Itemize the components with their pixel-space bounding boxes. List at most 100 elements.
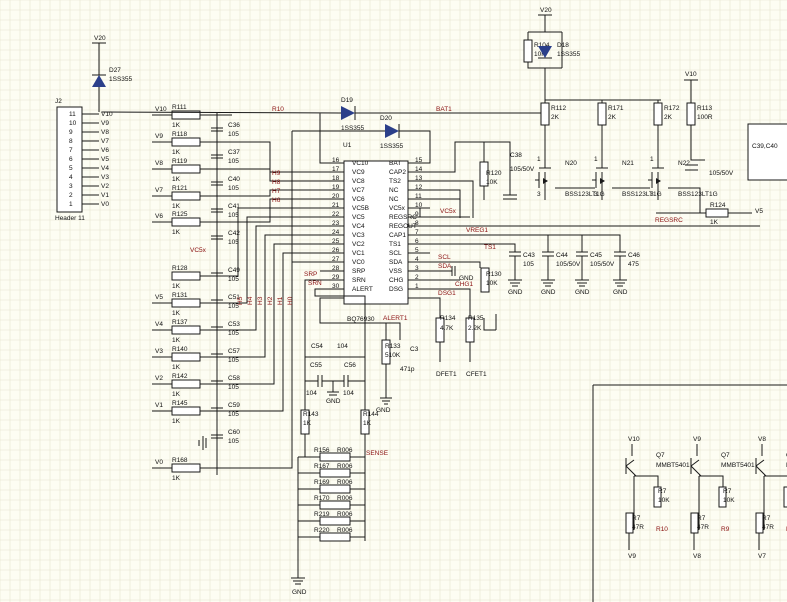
- cap-c51-value: 105: [228, 303, 239, 310]
- resistor-r130[interactable]: [480, 267, 490, 293]
- ic-pin-name: TS2: [389, 178, 401, 185]
- ic-pin-number: 27: [332, 256, 340, 263]
- cap-c37-value: 105: [228, 158, 239, 165]
- header-pin-number: 5: [69, 165, 73, 172]
- resistor-r167[interactable]: [319, 468, 351, 478]
- cap-c46-value: 475: [628, 261, 639, 268]
- resistor-ref: R137: [172, 319, 188, 326]
- v10-right-network[interactable]: V10 R113 100R 105/50V C39,C40: [684, 71, 787, 181]
- resistor-ref: R168: [172, 457, 188, 464]
- resistor-r112-ref: R112: [551, 105, 566, 112]
- cap-c49-value: 105: [228, 276, 239, 283]
- resistor-r133-ref: R133: [385, 343, 401, 350]
- resistor-ref: R119: [172, 158, 187, 165]
- sense-filter[interactable]: SRP SRN C54 104 C55 C56 104 104 GND R143…: [300, 271, 389, 457]
- resistor-r143-ref: R143: [303, 411, 319, 418]
- header-pin-net: V2: [101, 183, 109, 190]
- resistor-r219[interactable]: [319, 516, 351, 526]
- resistor-r172[interactable]: [653, 102, 663, 126]
- diode-d19[interactable]: D19 1SS355: [341, 97, 365, 132]
- resistor-r170[interactable]: [319, 500, 351, 510]
- net-h7: H7: [272, 188, 281, 195]
- cap-c41-ref: C41: [228, 203, 240, 210]
- resistor-r113: [686, 102, 696, 126]
- resistor-r137[interactable]: [171, 325, 201, 335]
- resistor-r171[interactable]: [597, 102, 607, 126]
- alert-network[interactable]: ALERT1 R133 510K C3 471p GND: [319, 297, 419, 414]
- gnd-label-filter: GND: [326, 398, 341, 405]
- q-load-value: 47R: [632, 524, 644, 531]
- q-load-value: 47R: [762, 524, 774, 531]
- ic-pin-number: 5: [415, 247, 419, 254]
- net-alert1: ALERT1: [383, 315, 408, 322]
- net-scl: SCL: [438, 254, 451, 261]
- gnd-label: GND: [575, 289, 590, 296]
- resistor-r144-value: 1K: [363, 420, 372, 427]
- resistor-r125[interactable]: [171, 217, 201, 227]
- resistor-r131[interactable]: [171, 298, 201, 308]
- header-pin-net: V7: [101, 138, 109, 145]
- net-regsrc: REGSRC: [655, 217, 683, 224]
- resistor-ref: R219: [314, 511, 330, 518]
- ic-pin-number: 10: [415, 202, 423, 209]
- resistor-r168[interactable]: [171, 463, 201, 473]
- resistor-value: 1K: [172, 391, 181, 398]
- cap-c53-value: 105: [228, 330, 239, 337]
- resistor-r156[interactable]: [319, 452, 351, 462]
- cap-c46-ref: C46: [628, 252, 640, 259]
- resistor-value: 1K: [172, 475, 181, 482]
- resistor-r140[interactable]: [171, 352, 201, 362]
- gnd-label-alert: GND: [376, 407, 391, 414]
- net-chg1: CHG1: [455, 281, 473, 288]
- resistor-r144-ref: R144: [363, 411, 379, 418]
- v20-top-network[interactable]: V20 R104 10K D18 1SS355: [523, 7, 661, 101]
- resistor-value: R006: [337, 463, 353, 470]
- resistor-r145[interactable]: [171, 406, 201, 416]
- ic-pin-name: BAT: [389, 160, 401, 167]
- resistor-value: 1K: [172, 149, 181, 156]
- resistor-r124-ref: R124: [710, 202, 726, 209]
- resistor-r169[interactable]: [319, 484, 351, 494]
- resistor-value: 1K: [172, 310, 181, 317]
- net-bus-label: H2: [267, 296, 274, 305]
- cap-c41-value: 105: [228, 212, 239, 219]
- cap-c59-value: 105: [228, 411, 239, 418]
- resistor-ref: R169: [314, 479, 330, 486]
- q-part: MMBT5401: [721, 462, 755, 469]
- q-net-top: V8: [758, 436, 766, 443]
- resistor-r172-ref: R172: [664, 105, 680, 112]
- resistor-ref: R156: [314, 447, 330, 454]
- net-sense: SENSE: [366, 450, 389, 457]
- resistor-r128[interactable]: [171, 271, 201, 281]
- resistor-r121[interactable]: [171, 191, 201, 201]
- resistor-r118[interactable]: [171, 137, 201, 147]
- resistor-r171-ref: R171: [608, 105, 624, 112]
- header-pin-number: 4: [69, 174, 73, 181]
- c38-r120-network[interactable]: R120 10K C38 105/50V: [408, 141, 535, 218]
- resistor-r134-ref: R134: [440, 315, 456, 322]
- ic-pin-name: VC3: [352, 232, 365, 239]
- resistor-r220[interactable]: [319, 532, 351, 542]
- gnd-bottom: GND: [291, 457, 307, 596]
- c39-c40-box[interactable]: [747, 123, 787, 181]
- ic-pin-name: VC4: [352, 223, 365, 230]
- resistor-r124[interactable]: [705, 208, 729, 218]
- net-ts1: TS1: [484, 244, 496, 251]
- ic-pin-name: CAP2: [389, 169, 406, 176]
- resistor-r119[interactable]: [171, 164, 201, 174]
- header-ref: J2: [55, 98, 62, 105]
- resistor-r143-value: 1K: [303, 420, 312, 427]
- q-net-bot: V9: [628, 553, 636, 560]
- diode-d27[interactable]: V20 D27 1SS355: [92, 35, 133, 112]
- resistor-r112[interactable]: [540, 102, 550, 126]
- cap-c38-ref: C38: [510, 152, 522, 159]
- resistor-r142[interactable]: [171, 379, 201, 389]
- net-h6: H6: [272, 197, 281, 204]
- diode-d27-ref: D27: [109, 67, 121, 74]
- gnd-label: GND: [613, 289, 628, 296]
- gnd-label: GND: [541, 289, 556, 296]
- ic-pin-name: TS1: [389, 241, 401, 248]
- q-net-bot: V8: [693, 553, 701, 560]
- mosfet-pin: 1: [537, 156, 541, 163]
